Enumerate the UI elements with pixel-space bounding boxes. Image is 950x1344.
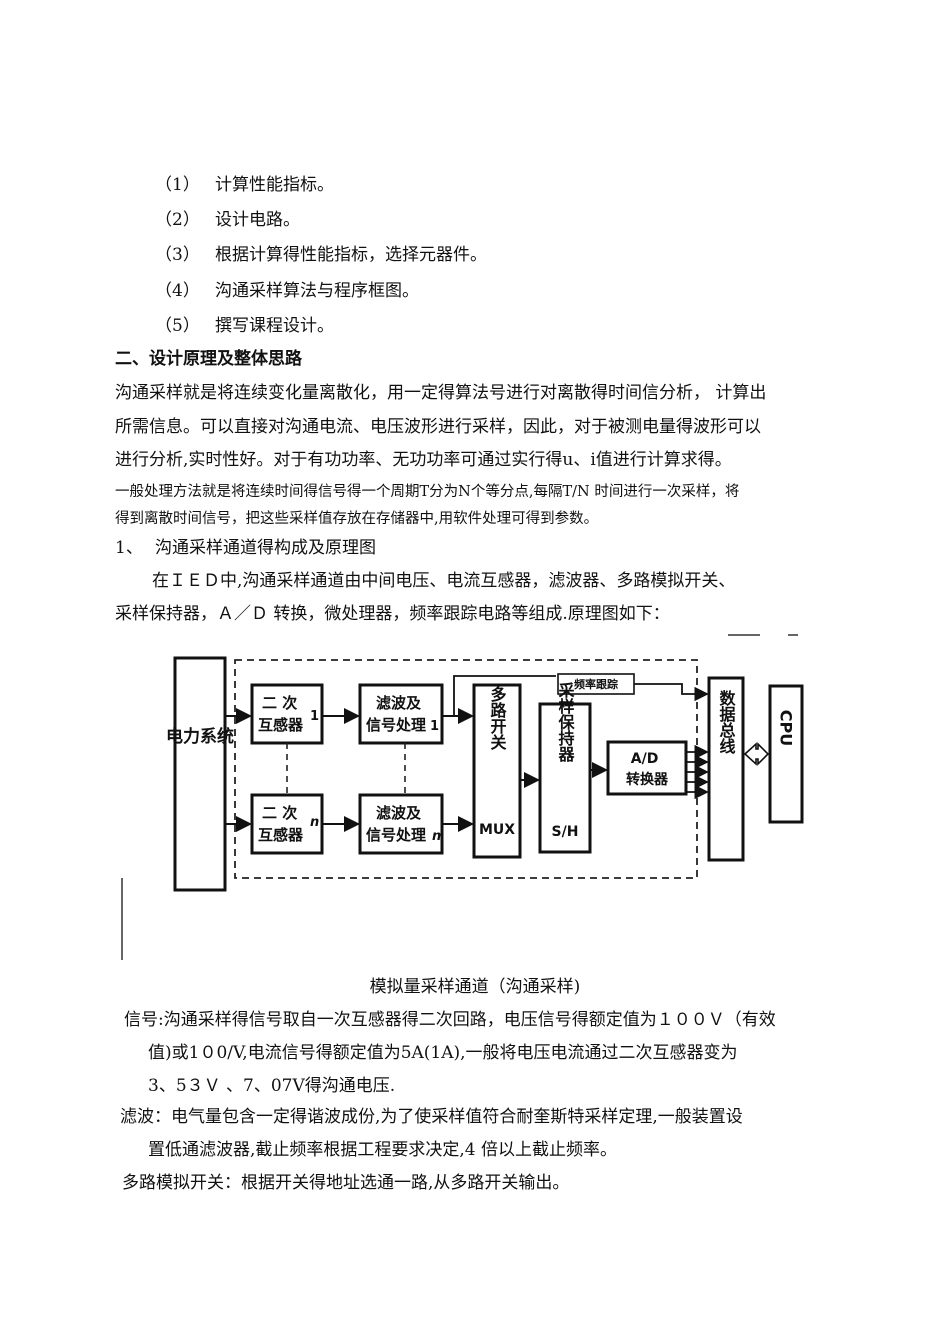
filter1-label: 滤波及 信号处理	[366, 694, 426, 734]
freq-path-out	[634, 683, 709, 702]
signal-line: 信号:沟通采样得信号取自一次互感器得二次回路，电压信号得额定值为１００Ｖ（有效	[124, 1010, 776, 1030]
diagram-caption: 模拟量采样通道（沟通采样)	[369, 977, 581, 997]
intro-line: 所需信息。可以直接对沟通电流、电压波形进行采样，因此，对于被测电量得波形可以	[115, 417, 761, 437]
sample-hold-box	[538, 702, 592, 854]
freq-path-in	[453, 675, 556, 716]
filter1-sub: 1	[430, 719, 439, 734]
mux-en-label: MUX	[479, 822, 515, 838]
list-number: （3）	[155, 245, 200, 265]
freq-tracking-label: 频率跟踪	[574, 677, 618, 691]
sub-para-line: 在ＩＥＤ中,沟通采样通道由中间电压、电流互感器，滤波器、多路模拟开关、	[152, 571, 736, 591]
filtern-sub: n	[432, 829, 441, 844]
signal-line: 3、5３Ｖ 、7、07V得沟通电压.	[148, 1076, 396, 1096]
list-text: 沟通采样算法与程序框图。	[215, 281, 419, 301]
section-heading: 二、设计原理及整体思路	[115, 349, 302, 369]
mux-line: 多路模拟开关：根据开关得地址选通一路,从多路开关输出。	[122, 1173, 570, 1193]
ctn-line2: 互感器	[258, 826, 304, 844]
bus-cpu-double-arrow	[743, 742, 770, 766]
sample-hold-label: 采样保持器	[556, 682, 576, 763]
ied-boundary	[234, 659, 698, 879]
ct1-line2: 互感器	[258, 716, 304, 734]
power-system-label: 电力系统	[166, 726, 234, 747]
list-text: 撰写课程设计。	[215, 316, 334, 336]
sample-hold-en-label: S/H	[552, 824, 579, 840]
filter1-box	[358, 683, 444, 745]
list-text: 设计电路。	[215, 210, 300, 230]
intro-line: 进行分析,实时性好。对于有功功率、无功功率可通过实行得u、i值进行计算求得。	[115, 450, 732, 470]
filtern-line1: 滤波及	[376, 804, 422, 822]
filtern-label: 滤波及 信号处理	[366, 804, 426, 844]
ad-converter-box	[606, 740, 688, 796]
cpu-box	[768, 684, 804, 824]
ctn-label: 二 次 互感器	[258, 804, 304, 844]
sub-para-line: 采样保持器，Ａ／Ｄ 转换，微处理器，频率跟踪电路等组成.原理图如下：	[115, 604, 670, 624]
ctn-sub: n	[310, 815, 319, 830]
list-number: （1）	[155, 175, 200, 195]
ct1-line1: 二 次	[262, 694, 297, 712]
data-bus-label: 数据总线	[717, 689, 736, 755]
ctn-line1: 二 次	[262, 804, 297, 822]
filter-line: 置低通滤波器,截止频率根据工程要求决定,4 倍以上截止频率。	[148, 1140, 618, 1160]
list-number: （4）	[155, 281, 200, 301]
method-line: 得到离散时间信号，把这些采样值存放在存储器中,用软件处理可得到参数。	[115, 511, 599, 527]
ad-line2: 转换器	[626, 771, 669, 788]
filter1-line2: 信号处理	[366, 716, 426, 734]
mux-label: 多路开关	[488, 685, 507, 751]
mux-box	[472, 683, 522, 859]
list-text: 根据计算得性能指标，选择元器件。	[215, 245, 487, 265]
data-bus-box	[707, 676, 745, 862]
method-line: 一般处理方法就是将连续时间得信号得一个周期T分为N个等分点,每隔T/N 时间进行…	[115, 484, 740, 500]
power-system-text: 电力系统	[166, 726, 234, 747]
ad-converter-label: A/D 转换器	[626, 751, 669, 788]
cpu-label: CPU	[777, 710, 796, 746]
power-system-box	[173, 656, 227, 892]
signal-line: 值)或1０0/V,电流信号得额定值为5A(1A),一般将电压电流通过二次互感器变…	[148, 1043, 738, 1063]
list-number: （2）	[155, 210, 200, 230]
list-number: （5）	[155, 316, 200, 336]
subsection-title: 沟通采样通道得构成及原理图	[155, 538, 376, 558]
intro-line: 沟通采样就是将连续变化量离散化，用一定得算法号进行对离散得时间信分析， 计算出	[115, 383, 767, 403]
filter-line: 滤波：电气量包含一定得谐波成份,为了使采样值符合耐奎斯特采样定理,一般装置设	[120, 1107, 743, 1127]
subsection-number: 1、	[115, 538, 143, 558]
filtern-line2: 信号处理	[366, 826, 426, 844]
filter1-line1: 滤波及	[376, 694, 422, 712]
list-text: 计算性能指标。	[215, 175, 334, 195]
ct1-label: 二 次 互感器	[258, 694, 304, 734]
sampling-channel-diagram: 电力系统 二 次 互感器 1 二 次 互感器 n 滤波及 信号处理 1 滤波及 …	[121, 634, 804, 960]
ct1-sub: 1	[310, 709, 319, 724]
ad-line1: A/D	[631, 751, 659, 767]
